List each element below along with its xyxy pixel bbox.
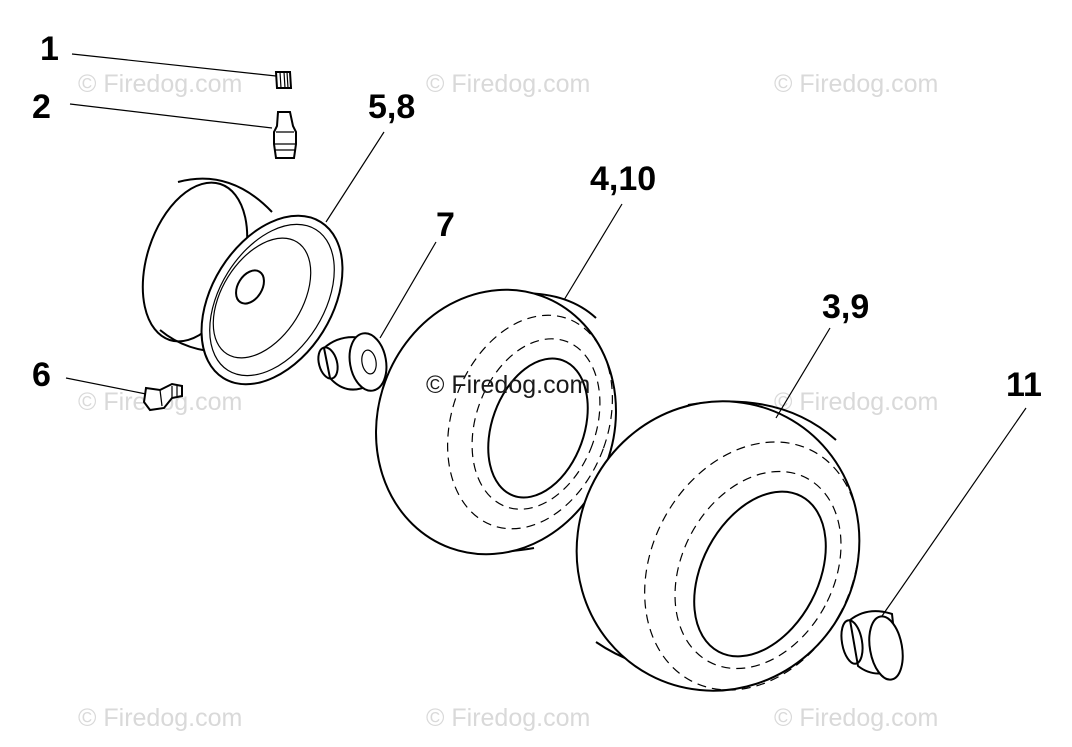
callout-6: 6 (32, 356, 51, 394)
watermark-6: © Firedog.com (78, 704, 242, 732)
callout-labels: 1 2 5,8 7 4,10 3,9 6 11 (32, 30, 1042, 404)
watermark-1: © Firedog.com (78, 70, 242, 98)
watermark-2: © Firedog.com (426, 70, 590, 98)
callout-3-9: 3,9 (822, 288, 869, 326)
callout-11: 11 (1006, 366, 1042, 404)
callout-5-8: 5,8 (368, 88, 415, 126)
wheel-rim-part[interactable] (124, 131, 385, 410)
rear-tire-part[interactable] (526, 327, 910, 741)
bushing-part[interactable] (315, 241, 437, 394)
valve-stem-part[interactable] (69, 103, 297, 159)
valve-cap-part[interactable] (71, 53, 293, 89)
watermark-center: © Firedog.com (426, 371, 590, 399)
watermark-3: © Firedog.com (774, 70, 938, 98)
watermark-7: © Firedog.com (426, 704, 590, 732)
hub-cap-part[interactable] (838, 407, 1027, 682)
watermark-5: © Firedog.com (774, 388, 938, 416)
callout-7: 7 (436, 206, 455, 244)
callout-1: 1 (40, 30, 59, 68)
grease-fitting-part[interactable] (65, 377, 183, 412)
callout-2: 2 (32, 88, 51, 126)
callout-4-10: 4,10 (590, 160, 656, 198)
watermark-8: © Firedog.com (774, 704, 938, 732)
